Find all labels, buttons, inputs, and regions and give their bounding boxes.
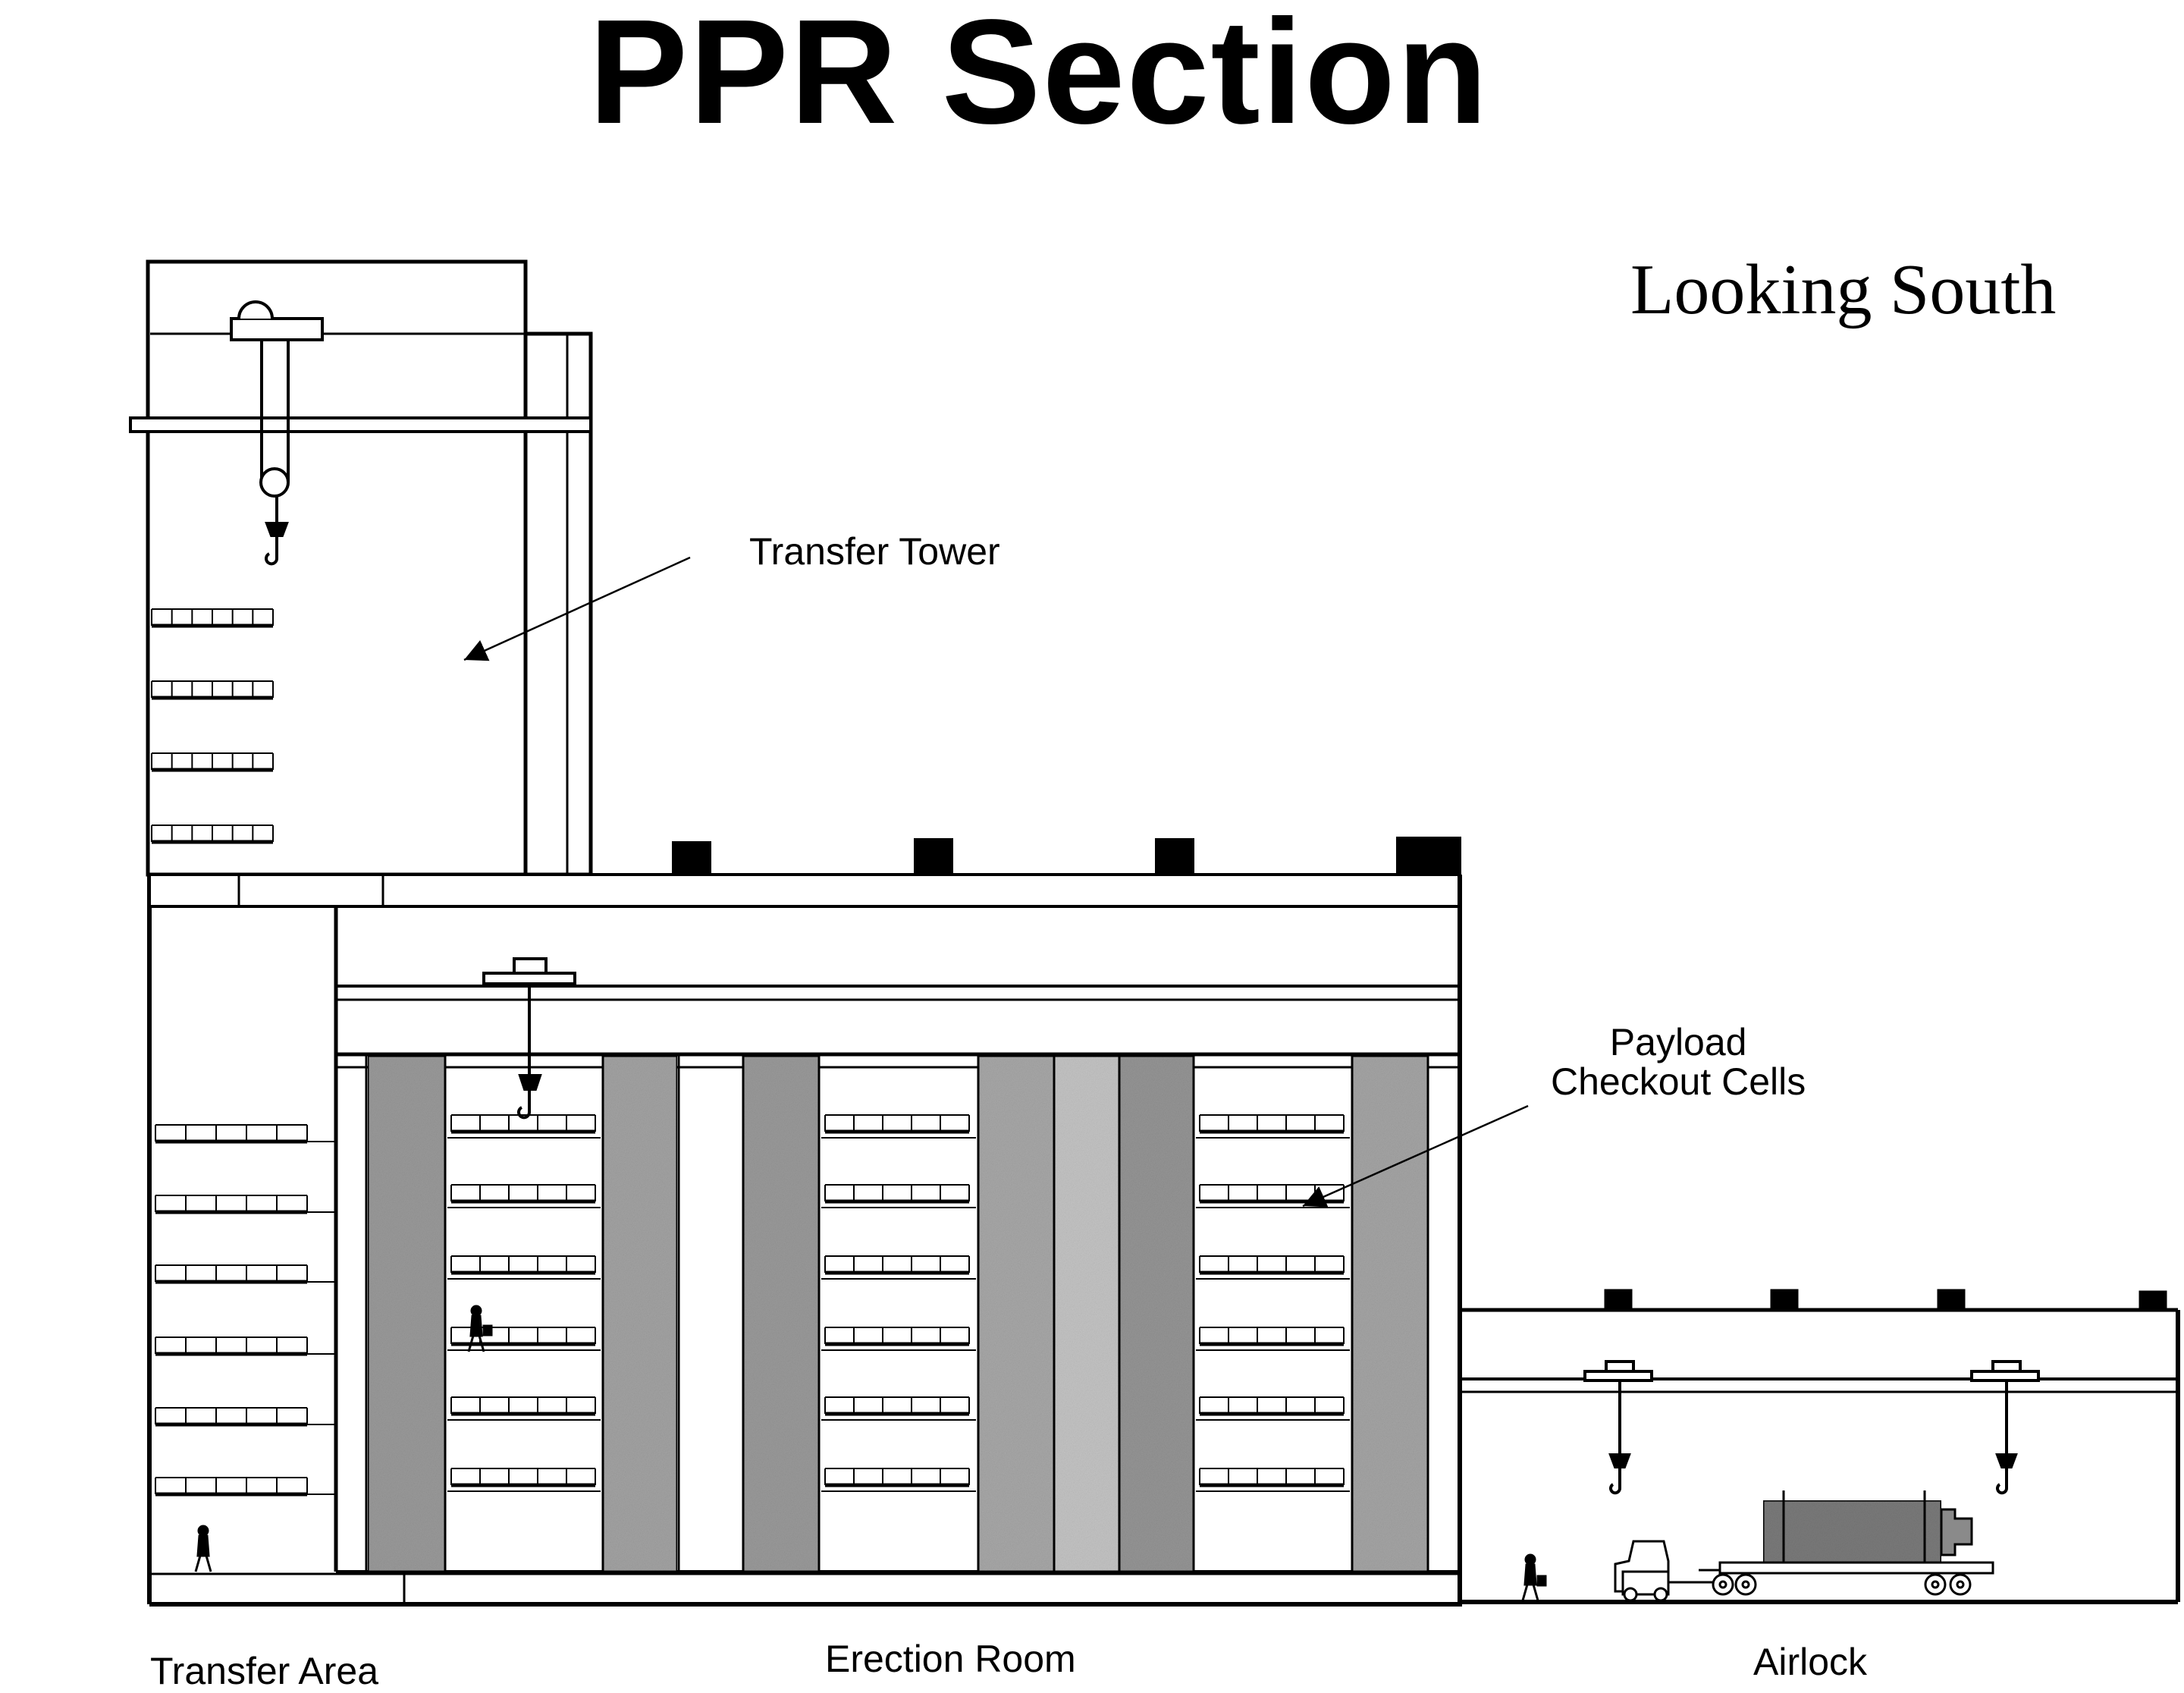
page-title: PPR Section <box>588 0 1489 155</box>
tower-crane <box>230 300 324 566</box>
payload-label-line2: Checkout Cells <box>1551 1060 1806 1103</box>
forklift <box>1614 1540 1718 1602</box>
main-ground <box>149 1572 1462 1607</box>
payload-label-line1: Payload <box>1609 1021 1747 1063</box>
person-figures <box>194 1305 1547 1601</box>
erection-room-label: Erection Room <box>825 1638 1076 1680</box>
airlock-crane-2 <box>1970 1360 2040 1495</box>
bay-frames <box>444 1056 1354 1572</box>
airlock-crane-1 <box>1583 1360 1653 1495</box>
orientation-label: Looking South <box>1630 250 2057 329</box>
airlock-building <box>1460 1289 2180 1604</box>
payload-checkout-cells-label: Payload Checkout Cells <box>1551 1022 1806 1101</box>
erection-crane <box>482 957 576 1120</box>
transfer-area-floors <box>155 1124 336 1497</box>
main-roof <box>148 837 1461 908</box>
shaded-columns <box>366 1054 1429 1573</box>
trailer-with-canister <box>1699 1490 1994 1596</box>
transfer-tower-label: Transfer Tower <box>749 530 1000 573</box>
transfer-area-label: Transfer Area <box>150 1650 379 1692</box>
tower-floors <box>151 608 274 844</box>
leader-arrows <box>463 556 1529 1208</box>
cell-floors <box>447 1114 1350 1492</box>
transfer-tower <box>129 259 593 1604</box>
airlock-label: Airlock <box>1753 1641 1868 1683</box>
